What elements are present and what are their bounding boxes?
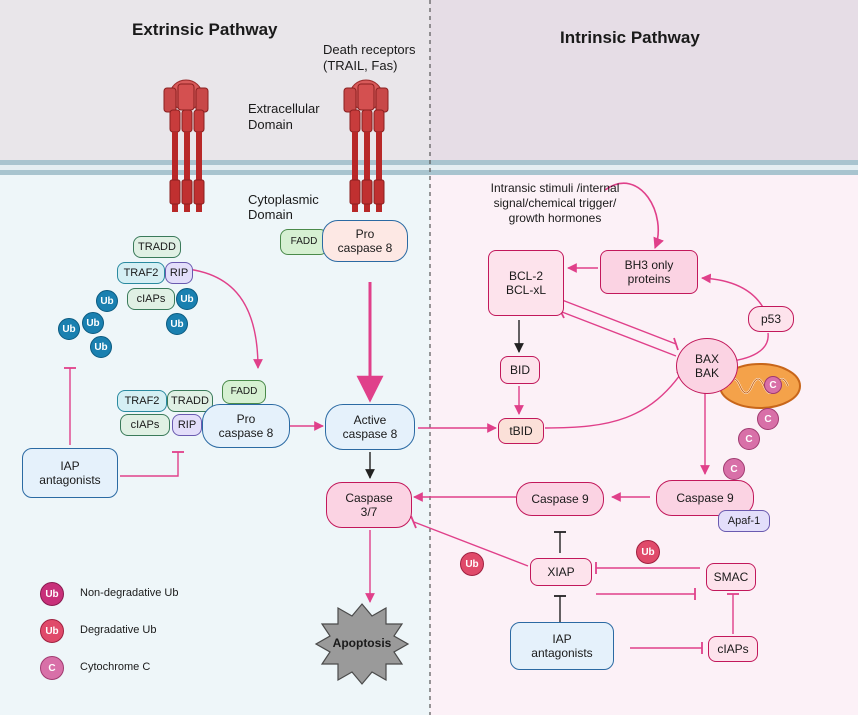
bax-bak: BAX BAK	[676, 338, 738, 394]
iap-right-line2: antagonists	[531, 646, 593, 660]
ub-badge: Ub	[166, 313, 188, 335]
stimuli-label-1: Intransic stimuli /internal	[490, 181, 620, 195]
inhibit-iap-to-complex2	[120, 452, 179, 477]
p53: p53	[748, 306, 794, 332]
active-caspase8-line1: Active	[353, 413, 387, 427]
stimuli-label-3: growth hormones	[508, 211, 602, 225]
xiap: XIAP	[530, 558, 592, 586]
iap-antagonists-left: IAP antagonists	[22, 448, 118, 498]
ub-badge: Ub	[176, 288, 198, 310]
cytochrome-c-badge: C	[723, 458, 745, 480]
stimuli-label-2: signal/chemical trigger/	[493, 196, 617, 210]
smac: SMAC	[706, 563, 756, 591]
bh3-line1: BH3 only	[624, 258, 674, 272]
arrow-tbid-to-bax	[544, 367, 686, 429]
arrow-stimuli-to-bh3	[604, 182, 664, 250]
tradd-top: TRADD	[133, 236, 181, 258]
extrinsic-extracellular-region	[0, 0, 430, 160]
legend-deg-ub-label: Degradative Ub	[80, 624, 157, 636]
inhibit-bcl2-to-bax	[561, 299, 677, 345]
cell-membrane-inner	[0, 170, 858, 175]
ub-badge: Ub	[96, 290, 118, 312]
degradative-ub-badge: Ub	[636, 540, 660, 564]
caspase-3-7-line2: 3/7	[360, 505, 378, 519]
caspase-3-7-line1: Caspase	[345, 491, 393, 505]
iap-right-line1: IAP	[552, 632, 572, 646]
procaspase8-top-line1: Pro	[355, 227, 375, 241]
procaspase8-mid-line1: Pro	[236, 412, 256, 426]
tbid: tBID	[498, 418, 544, 444]
rip-top: RIP	[165, 262, 193, 284]
active-caspase8-line2: caspase 8	[342, 427, 398, 441]
death-receptor-right	[343, 79, 389, 212]
caspase9-left: Caspase 9	[516, 482, 604, 516]
apoptosis-burst	[314, 603, 410, 685]
cytoplasmic-label-1: Cytoplasmic	[248, 192, 319, 207]
intrinsic-header: Intrinsic Pathway	[560, 28, 700, 47]
legend-deg-ub-swatch: Ub	[40, 619, 64, 643]
apoptosis-label: Apoptosis	[332, 636, 392, 650]
cytochrome-c-badge: C	[738, 428, 760, 450]
bcl2-line1: BCL-2	[508, 269, 543, 283]
inhibit-bax-to-bcl2	[561, 311, 677, 357]
bax-line2: BAK	[694, 366, 719, 380]
tradd-mid: TRADD	[167, 390, 213, 412]
bh3-only-proteins: BH3 only proteins	[600, 250, 698, 294]
death-receptor-left	[163, 79, 209, 212]
degradative-ub-badge: Ub	[460, 552, 484, 576]
apaf1: Apaf-1	[718, 510, 770, 532]
legend-nondeg-ub-swatch: Ub	[40, 582, 64, 606]
extracellular-label-2: Domain	[248, 117, 293, 132]
cytochrome-c-badge: C	[764, 376, 782, 394]
traf2-mid: TRAF2	[117, 390, 167, 412]
caspase-3-7: Caspase 3/7	[326, 482, 412, 528]
rip-mid: RIP	[172, 414, 202, 436]
death-receptors-examples: (TRAIL, Fas)	[323, 58, 398, 73]
iap-left-line2: antagonists	[39, 473, 101, 487]
fadd-top: FADD	[280, 229, 328, 255]
ciaps-mid: cIAPs	[120, 414, 170, 436]
active-caspase8: Active caspase 8	[325, 404, 415, 450]
legend-cytochrome-label: Cytochrome C	[80, 661, 151, 673]
iap-antagonists-right: IAP antagonists	[510, 622, 614, 670]
death-receptors-label: Death receptors	[323, 42, 416, 57]
traf2-top: TRAF2	[117, 262, 165, 284]
extrinsic-header: Extrinsic Pathway	[132, 20, 278, 39]
ub-badge: Ub	[82, 312, 104, 334]
ciaps-top: cIAPs	[127, 288, 175, 310]
caspase9-right: Caspase 9	[656, 480, 754, 516]
iap-left-line1: IAP	[60, 459, 80, 473]
fadd-mid: FADD	[222, 380, 266, 404]
bid: BID	[500, 356, 540, 384]
ub-badge: Ub	[90, 336, 112, 358]
bcl2-bclxl: BCL-2 BCL-xL	[488, 250, 564, 316]
legend-cytochrome-swatch: C	[40, 656, 64, 680]
cytochrome-c-badge: C	[757, 408, 779, 430]
cytoplasmic-label-2: Domain	[248, 207, 293, 222]
cell-membrane-outer	[0, 160, 858, 165]
ub-badge: Ub	[58, 318, 80, 340]
inhibit-xiap-to-casp37	[413, 521, 529, 567]
ciaps-right: cIAPs	[708, 636, 758, 662]
procaspase8-mid: Pro caspase 8	[202, 404, 290, 448]
cell-membrane-core	[0, 165, 858, 170]
bcl2-line2: BCL-xL	[505, 283, 546, 297]
intrinsic-extracellular-region	[430, 0, 858, 160]
legend-nondeg-ub-label: Non-degradative Ub	[80, 587, 179, 599]
procaspase8-top: Pro caspase 8	[322, 220, 408, 262]
procaspase8-mid-line2: caspase 8	[218, 426, 274, 440]
bh3-line2: proteins	[627, 272, 671, 286]
extracellular-label-1: Extracellular	[248, 101, 320, 116]
procaspase8-top-line2: caspase 8	[337, 241, 393, 255]
bax-line1: BAX	[694, 352, 719, 366]
